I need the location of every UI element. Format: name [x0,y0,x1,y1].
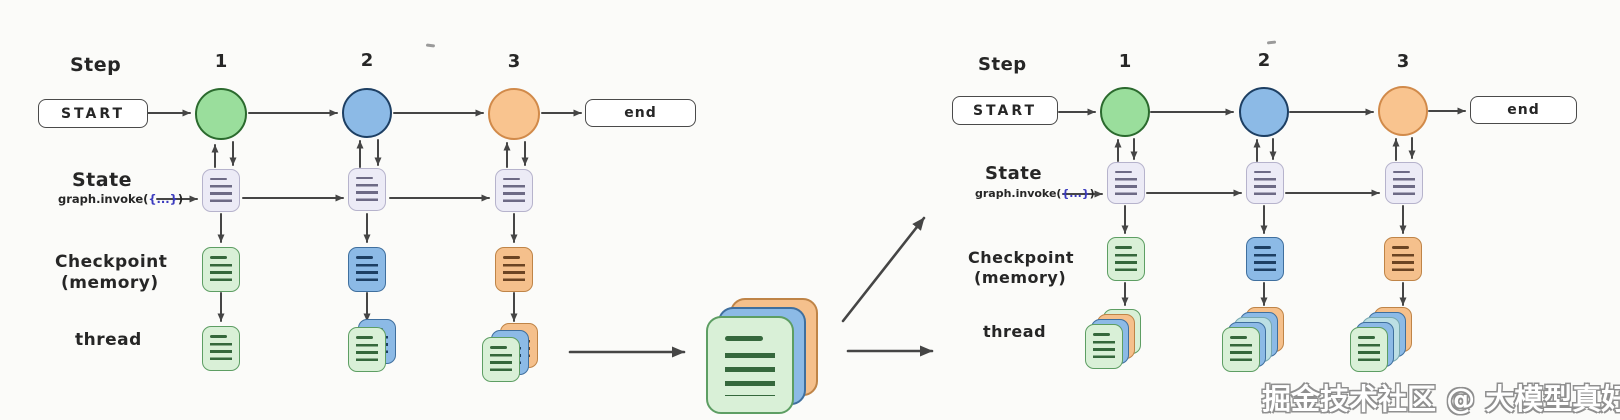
invoke-code: graph.invoke({...}) [975,187,1095,200]
doc-layer-green [202,326,240,371]
thread-stack-2 [1222,307,1290,375]
step-3-node [1378,86,1428,136]
checkpoint-doc-2 [348,247,386,292]
memory-label: (memory) [61,273,159,293]
step-number-1: 1 [214,51,228,72]
thread-label: thread [75,330,142,350]
doc-layer-green [1222,327,1260,372]
merged-thread-stack [706,298,822,416]
checkpoint-doc-1 [1107,237,1145,281]
step-number-2: 2 [1257,50,1271,71]
state-label: State [985,163,1043,184]
thread-stack-3 [1350,307,1418,375]
step-axis-label: Step [70,54,122,76]
state-doc-2 [1246,162,1284,204]
thread-stack-1 [1085,309,1145,373]
watermark-text: 掘金技术社区 @ 大模型真好玩 [1262,382,1620,416]
step-2-node [342,88,392,138]
state-doc-2 [348,168,386,211]
step-1-node [195,88,247,140]
memory-label: (memory) [974,268,1067,287]
step-axis-label: Step [978,54,1027,75]
step-number-1: 1 [1118,51,1132,72]
invoke-braces: {...} [148,192,178,206]
doc-layer-green [1085,324,1123,369]
invoke-prefix: graph.invoke( [975,187,1062,200]
checkpoint-label: Checkpoint [968,248,1075,267]
invoke-prefix: graph.invoke( [58,192,149,206]
invoke-suffix: ) [1089,187,1095,200]
state-label: State [72,169,133,191]
state-doc-1 [202,169,240,212]
step-number-3: 3 [1396,51,1410,72]
step-number-2: 2 [360,50,374,71]
step-2-node [1239,87,1289,137]
thread-stack-2 [348,319,406,375]
step-1-node [1100,87,1150,137]
thread-stack-3 [482,323,550,385]
thread-stack-1 [202,326,242,373]
end-box: end [585,99,696,127]
state-doc-1 [1107,162,1145,204]
checkpoint-doc-3 [1384,237,1422,281]
state-doc-3 [495,169,533,212]
step-3-node [488,88,540,140]
invoke-suffix: ) [177,192,184,206]
state-doc-3 [1385,162,1423,204]
invoke-code: graph.invoke({...}) [58,192,183,206]
checkpoint-doc-1 [202,247,240,292]
invoke-braces: {...} [1061,187,1090,200]
start-box: START [952,96,1058,125]
doc-layer-green [348,327,386,372]
start-box: START [38,99,148,128]
doc-layer-green [706,316,794,414]
checkpoint-label: Checkpoint [55,252,168,272]
doc-layer-green [482,337,520,382]
checkpoint-doc-2 [1246,237,1284,281]
thread-label: thread [983,322,1047,341]
end-box: end [1470,96,1577,124]
step-number-3: 3 [507,51,521,72]
checkpoint-doc-3 [495,247,533,292]
doc-layer-green [1350,327,1388,372]
